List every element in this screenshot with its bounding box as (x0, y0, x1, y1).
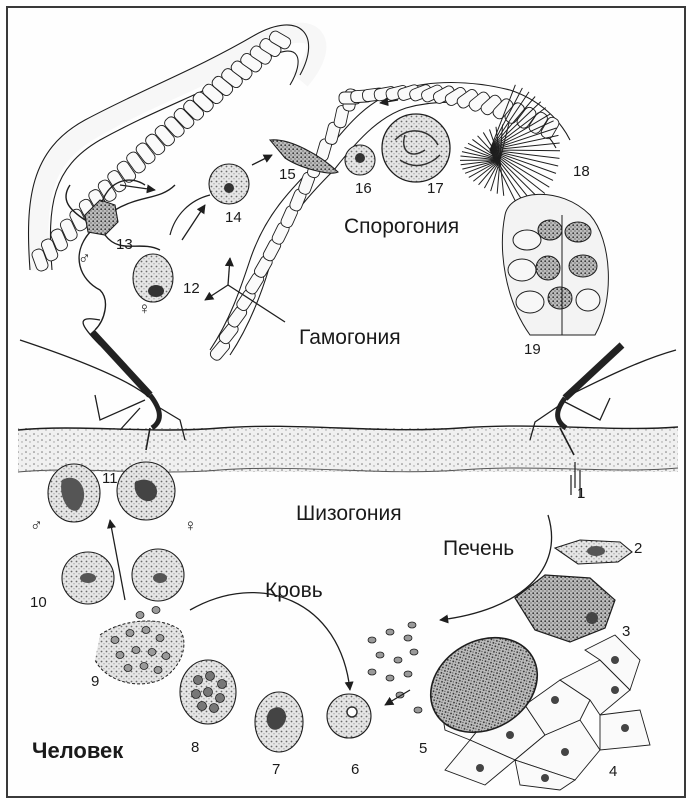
merozoite (414, 707, 422, 713)
stage-number-10: 10 (30, 595, 47, 610)
rbc-8 (180, 660, 236, 724)
label-blood: Кровь (265, 580, 323, 601)
segmenter-merozoite (198, 702, 207, 711)
free-merozoite (140, 663, 148, 670)
male-symbol-13: ♂ (78, 250, 91, 267)
lifecycle-arrows (110, 100, 552, 705)
free-merozoite (152, 607, 160, 614)
stage-number-2: 2 (634, 541, 642, 556)
female-symbol-12: ♀ (138, 300, 151, 317)
segmenter-merozoite (194, 676, 203, 685)
oocyst-16 (345, 145, 375, 175)
segmenter-merozoite (206, 672, 215, 681)
stage-number-14: 14 (225, 210, 242, 225)
oocyst-17 (382, 114, 450, 182)
gut-cells (31, 29, 561, 362)
free-merozoite (111, 637, 119, 644)
merozoite (404, 671, 412, 677)
segmenter-merozoite (218, 680, 227, 689)
salivary-gland-19 (502, 194, 608, 335)
stage-number-18: 18 (573, 164, 590, 179)
stage-number-12: 12 (183, 281, 200, 296)
segmenter-merozoite (192, 690, 201, 699)
label-gamogony: Гамогония (299, 327, 401, 348)
stage-number-8: 8 (191, 740, 199, 755)
stage-number-17: 17 (427, 181, 444, 196)
merozoite (368, 669, 376, 675)
stage-number-5: 5 (419, 741, 427, 756)
free-merozoite (156, 635, 164, 642)
free-merozoite (154, 667, 162, 674)
label-schizogony: Шизогония (296, 503, 402, 524)
merozoite (386, 675, 394, 681)
free-merozoite (162, 653, 170, 660)
stage-number-7: 7 (272, 762, 280, 777)
merozoite (394, 657, 402, 663)
rbc-7 (255, 692, 303, 752)
female-symbol-11: ♀ (184, 517, 197, 534)
segmenter-merozoite (204, 688, 213, 697)
merozoite (410, 649, 418, 655)
macrogamete-12 (133, 254, 173, 302)
sporozoite (490, 150, 560, 151)
segmenter-merozoite (216, 694, 225, 703)
liver-cell-2 (555, 540, 632, 564)
stage-number-19: 19 (524, 342, 541, 357)
rbc-10-pair (62, 549, 184, 604)
stage-number-11: 11 (102, 471, 118, 486)
stage-number-6: 6 (351, 762, 359, 777)
label-liver: Печень (443, 538, 514, 559)
merozoite (368, 637, 376, 643)
label-sporogony: Спорогония (344, 216, 459, 237)
free-merozoite (148, 649, 156, 656)
stage-number-16: 16 (355, 181, 372, 196)
stage-number-4: 4 (609, 764, 617, 779)
free-merozoite (142, 627, 150, 634)
free-merozoite (136, 612, 144, 619)
free-merozoite (124, 665, 132, 672)
free-merozoite (126, 630, 134, 637)
merozoite (404, 635, 412, 641)
label-human: Человек (32, 740, 123, 762)
merozoite (386, 629, 394, 635)
skin-layer (18, 426, 678, 472)
stage-number-13: 13 (116, 237, 133, 252)
merozoite (376, 652, 384, 658)
merozoite (408, 622, 416, 628)
free-merozoite (132, 647, 140, 654)
stage-number-9: 9 (91, 674, 99, 689)
stage-number-3: 3 (622, 624, 630, 639)
stage-number-1: 1 (577, 486, 585, 501)
rbc-9-burst (95, 607, 184, 684)
male-symbol-11: ♂ (30, 517, 43, 534)
stage-number-15: 15 (279, 167, 296, 182)
segmenter-merozoite (210, 704, 219, 713)
free-merozoite (116, 652, 124, 659)
rbc-6 (327, 694, 371, 738)
